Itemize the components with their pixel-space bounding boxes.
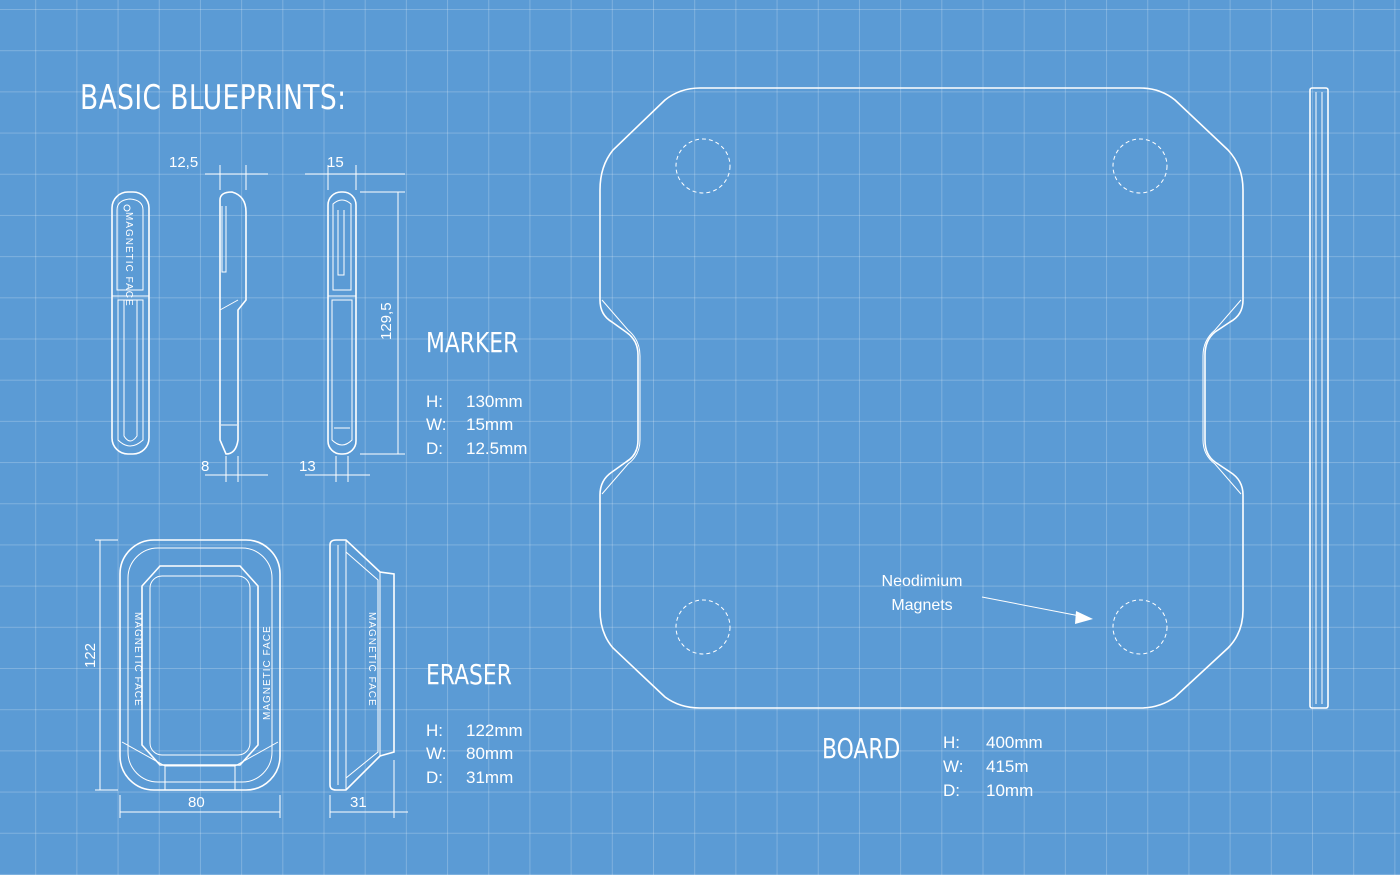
marker-depth-dim: 12,5 [169, 154, 199, 171]
marker-front-narrow-view [305, 165, 405, 482]
magnets-note-line1: Neodimium [881, 573, 963, 590]
eraser-width-dim: 80 [188, 794, 205, 811]
magnets-note: Neodimium Magnets [862, 570, 982, 618]
page-title: BASIC BLUEPRINTS: [80, 78, 347, 118]
board-side-view [1309, 87, 1329, 709]
marker-tip-side-dim: 8 [201, 458, 210, 475]
marker-spec-w: W:15mm [426, 415, 514, 434]
magnets-note-line2: Magnets [891, 597, 953, 614]
board-heading: BOARD [822, 732, 901, 765]
eraser-front-view [95, 539, 281, 818]
eraser-heading: ERASER [426, 658, 512, 691]
marker-spec-h: H:130mm [426, 392, 523, 411]
board-spec-w: W:415m [943, 757, 1029, 776]
marker-tip-front-dim: 13 [299, 458, 316, 475]
board-front-view [599, 87, 1244, 709]
eraser-spec-d: D:31mm [426, 768, 514, 787]
eraser-body-text-front: MAGNETIC FACE [132, 612, 143, 707]
marker-height-dim: 129,5 [378, 302, 395, 340]
marker-side-view [205, 165, 268, 482]
eraser-body-text-side: MAGNETIC FACE [366, 612, 377, 707]
eraser-spec-w: W:80mm [426, 744, 514, 763]
marker-body-text: MAGNETIC FACE [123, 212, 134, 307]
marker-spec-d: D:12.5mm [426, 439, 528, 458]
marker-front-view [111, 191, 150, 455]
eraser-depth-dim: 31 [350, 794, 367, 811]
eraser-side-view [329, 539, 408, 818]
marker-heading: MARKER [426, 326, 519, 359]
eraser-height-dim: 122 [82, 642, 99, 668]
marker-width-dim: 15 [327, 154, 344, 171]
eraser-spec-h: H:122mm [426, 721, 523, 740]
eraser-body-text-front-right: MAGNETIC FACE [262, 625, 273, 720]
board-spec-d: D:10mm [943, 781, 1034, 800]
board-spec-h: H:400mm [943, 733, 1043, 752]
